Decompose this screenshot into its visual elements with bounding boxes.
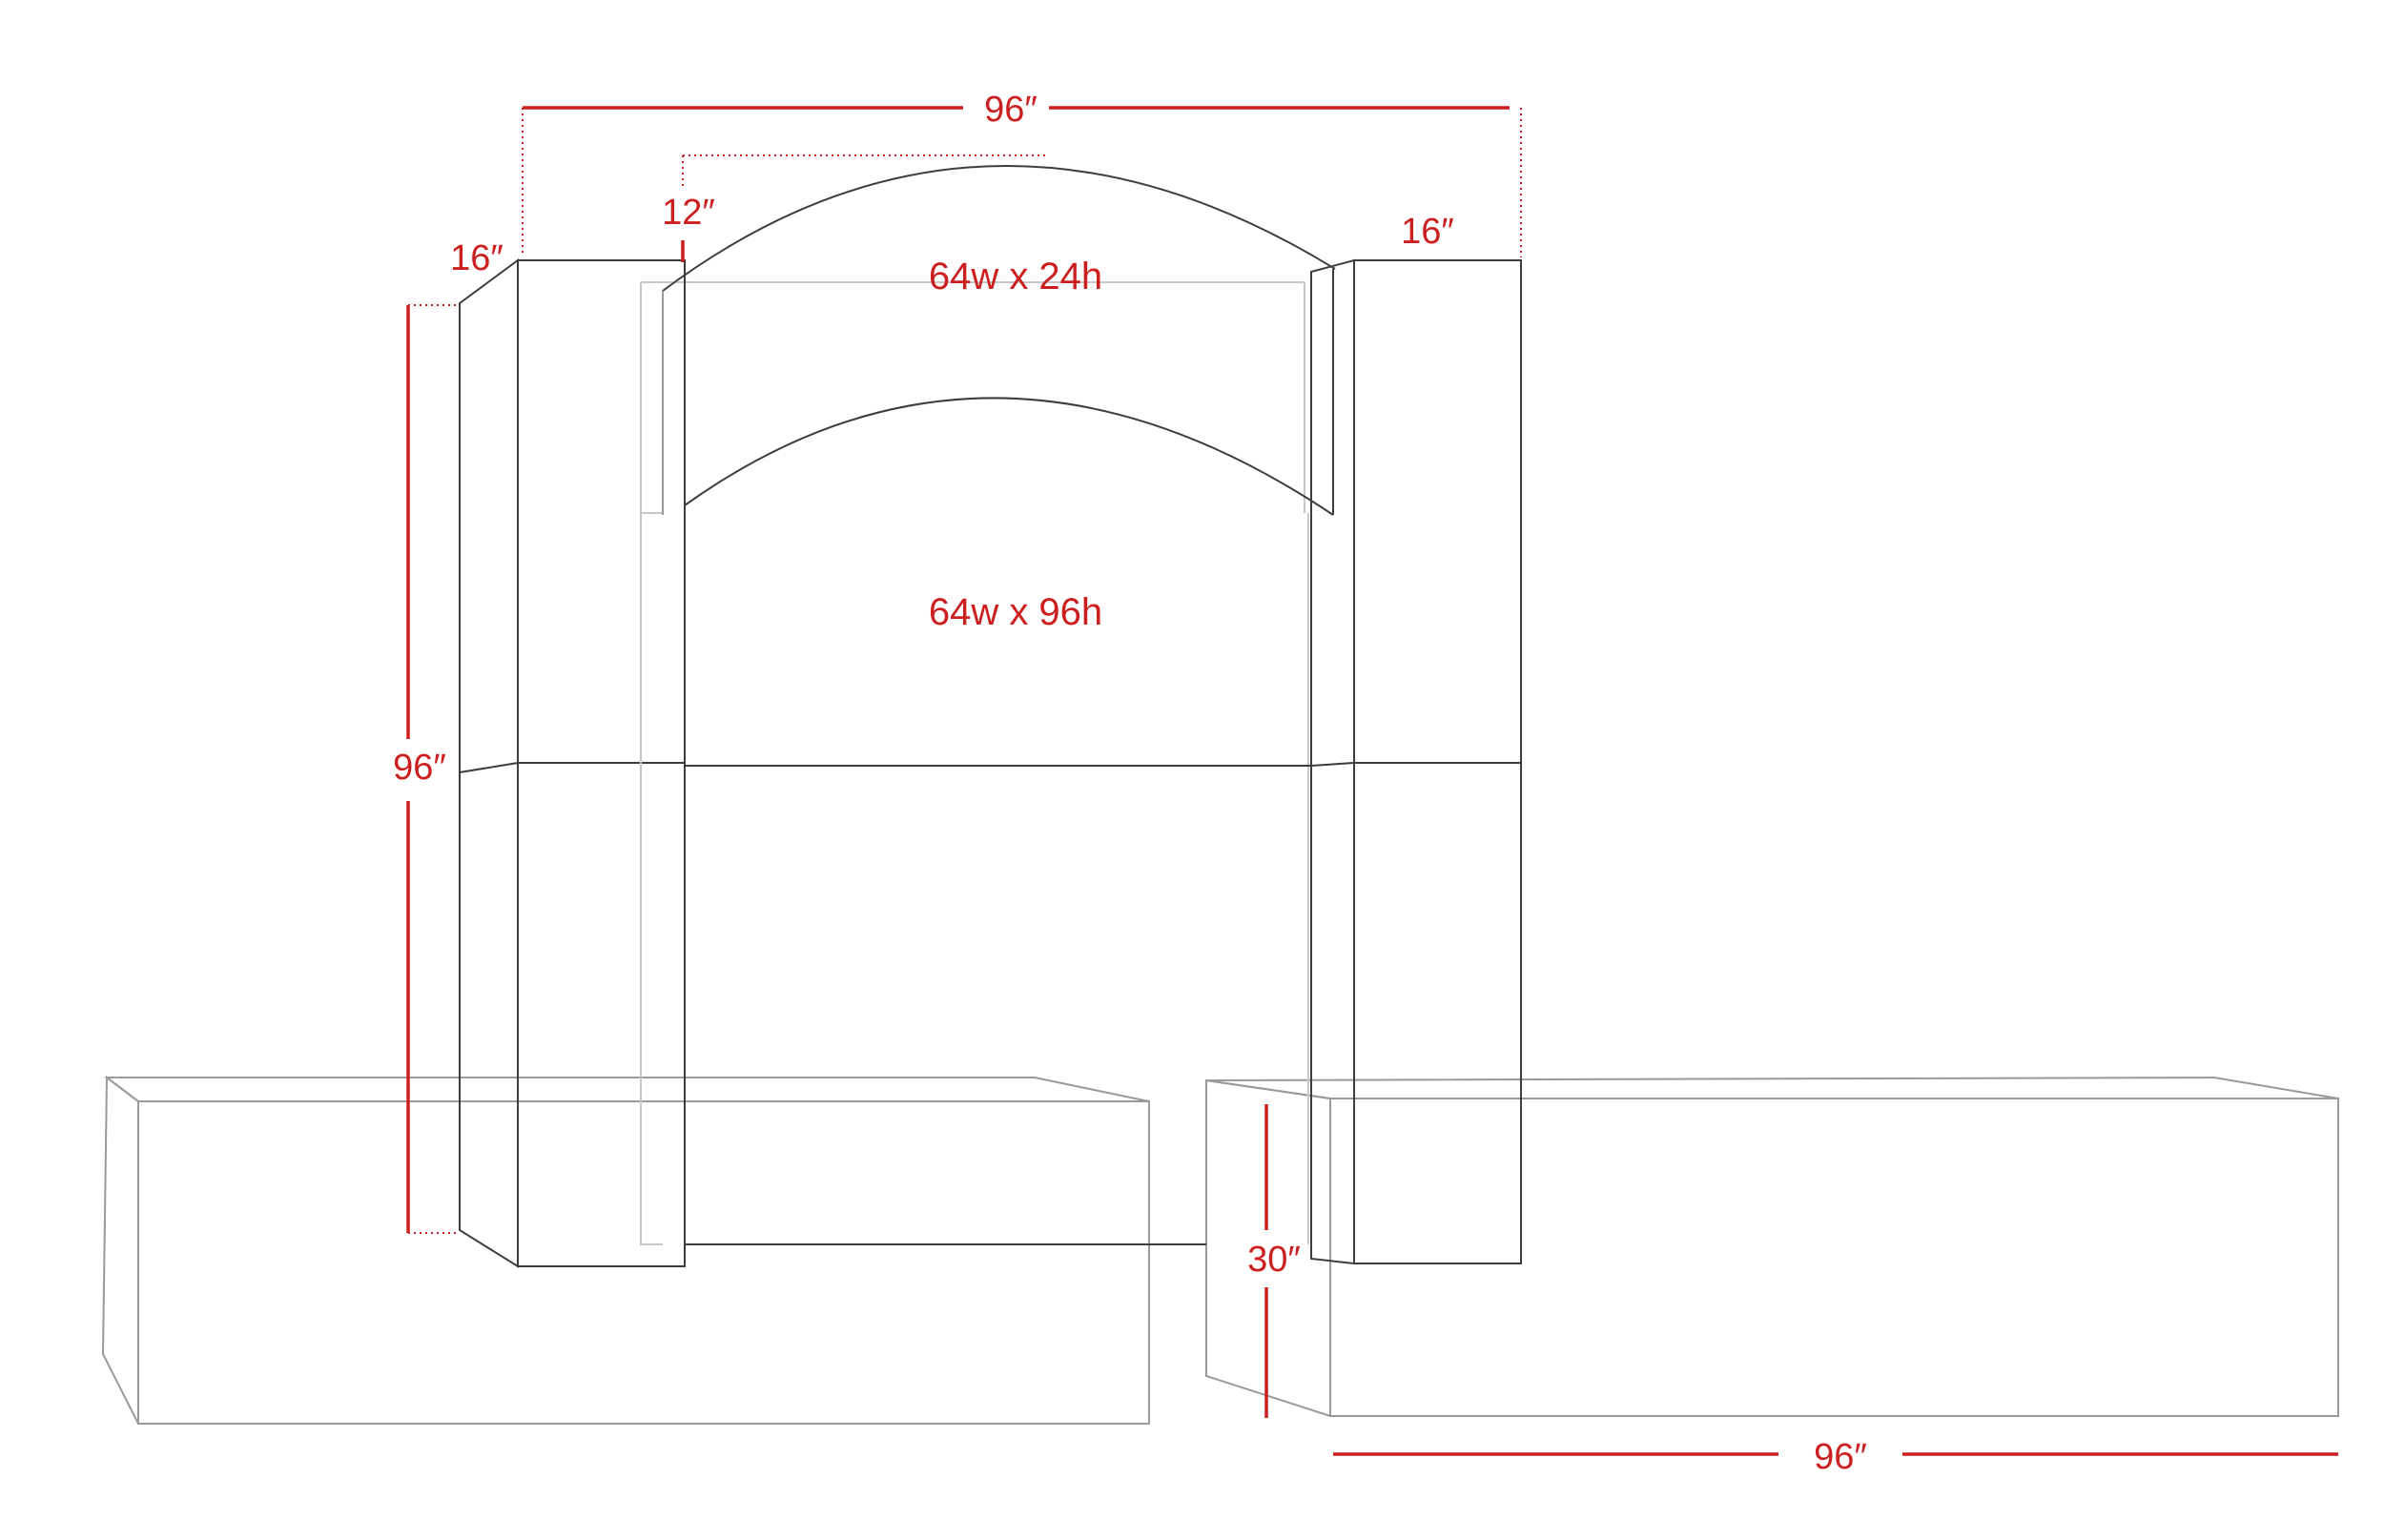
dimension-side-depth-right: 16″ (1401, 212, 1454, 252)
dimension-console-height: 30″ (1247, 1104, 1301, 1418)
arched-bridge (662, 164, 1336, 1266)
dimension-side-depth-left: 16″ (450, 238, 504, 278)
back-panel-size-label: 64w x 96h (929, 591, 1102, 633)
console-height-label: 30″ (1247, 1240, 1301, 1280)
back-panel (640, 281, 1311, 1245)
dimension-overall-width: 96″ (522, 90, 1522, 257)
bridge-size-label: 64w x 24h (929, 256, 1102, 298)
dimension-console-width: 96″ (1333, 1437, 2338, 1477)
side-depth-right-label: 16″ (1401, 212, 1454, 252)
right-console-cabinet (1205, 1076, 2339, 1418)
arch-rise-label: 12″ (662, 193, 715, 233)
dimension-arch-rise: 12″ (662, 154, 1049, 262)
side-depth-left-label: 16″ (450, 238, 504, 278)
right-tower (1310, 258, 1522, 1265)
tower-height-label: 96″ (393, 748, 446, 788)
left-console-cabinet (101, 1076, 1150, 1425)
console-width-label: 96″ (1814, 1437, 1867, 1477)
overall-width-label: 96″ (984, 90, 1038, 130)
dimension-tower-height: 96″ (393, 304, 460, 1234)
left-tower (459, 258, 686, 1268)
